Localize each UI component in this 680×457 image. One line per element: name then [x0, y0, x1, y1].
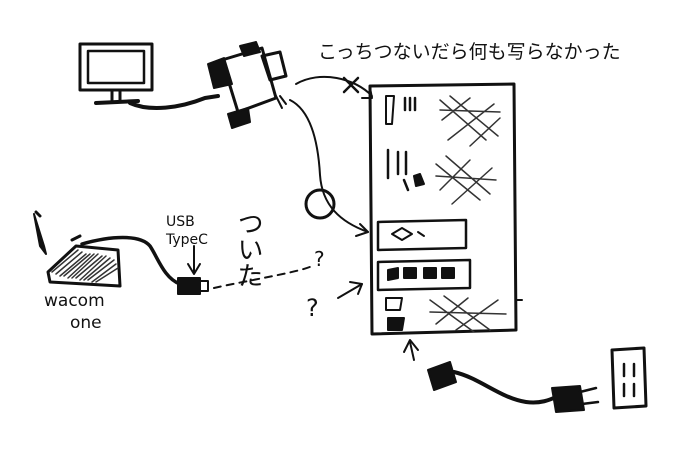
- question-mark-upper: ?: [314, 247, 325, 271]
- usb-c-plug-icon: [177, 277, 209, 295]
- usb-label-line1: USB: [166, 214, 195, 230]
- adapter-icon: [207, 41, 288, 129]
- tablet-label-line1: wacom: [44, 291, 105, 311]
- vertical-note-label: ついた: [233, 210, 263, 288]
- monitor-cable: [128, 94, 220, 110]
- arrow-adapter-top: [295, 75, 373, 97]
- usb-label-line2: TypeC: [165, 232, 208, 248]
- highlight-circle: [304, 188, 336, 220]
- pen-tablet-icon: [46, 234, 122, 288]
- pc-tower-icon: [368, 82, 523, 336]
- cross-mark: [342, 76, 360, 94]
- stylus-icon: [33, 210, 47, 255]
- tablet-label-line2: one: [70, 313, 102, 333]
- tablet-cable: [80, 235, 182, 286]
- note-top-label: こっちつないだら何も写らなかった: [318, 41, 621, 63]
- question-mark-lower: ?: [306, 294, 319, 322]
- arrow-power-up: [409, 341, 415, 361]
- dashed-connection: [213, 265, 313, 289]
- arrow-adapter-middle: [289, 99, 369, 233]
- power-plug-icon: [427, 361, 600, 413]
- arrow-question: [337, 283, 363, 299]
- monitor-icon: [78, 42, 154, 105]
- power-outlet-icon: [610, 346, 648, 410]
